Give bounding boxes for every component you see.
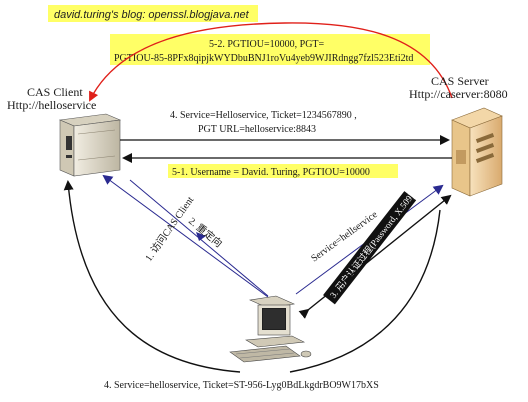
- blog-label-bg: [48, 5, 258, 22]
- cas-server-icon: [451, 107, 503, 197]
- step-4-top-line2: PGT URL=helloservice:8843: [198, 124, 316, 135]
- blog-label: david.turing's blog: openssl.blogjava.ne…: [54, 9, 250, 21]
- step-1-line: [102, 174, 269, 298]
- server-title: CAS Server: [431, 74, 489, 88]
- server-tower-icon: [58, 113, 122, 177]
- red-callback-arrow: [89, 22, 453, 102]
- step-5-2-line1: 5-2. PGTIOU=10000, PGT=: [209, 39, 325, 50]
- bottom-left-curve-arrow: [63, 180, 241, 373]
- step-4-top-line1: 4. Service=Helloservice, Ticket=12345678…: [170, 110, 357, 121]
- step-3-arrow: [298, 194, 452, 319]
- client-title: CAS Client: [27, 85, 83, 99]
- server-url: Http://caserver:8080: [409, 87, 508, 101]
- client-url: Http://helloservice: [7, 98, 96, 112]
- step-5-2-line2: PGTIOU-85-8PFx8qipjkWYDbuBNJ1roVu4yeb9WJ…: [114, 53, 413, 64]
- user-computer-icon: [229, 295, 312, 363]
- step-5-1-label: 5-1. Username = David. Turing, PGTIOU=10…: [172, 167, 370, 178]
- bottom-right-curve: [289, 209, 441, 373]
- step-4-bottom-label: 4. Service=helloservice, Ticket=ST-956-L…: [104, 380, 379, 391]
- step-2-arrowhead: [196, 232, 206, 241]
- step-5-2-bg: [110, 34, 430, 65]
- step-5-1-bg: [168, 164, 398, 178]
